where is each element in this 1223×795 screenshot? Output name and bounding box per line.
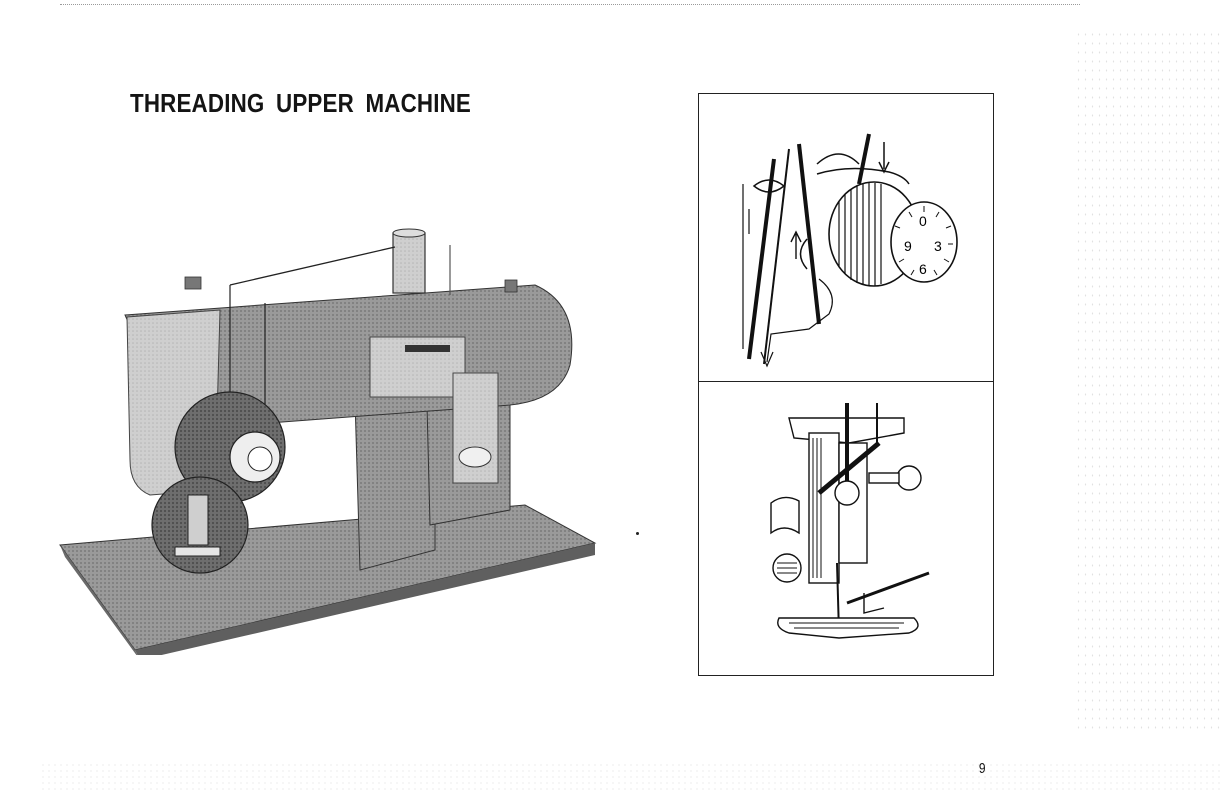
tension-dial-icon: 0 3 6 9 [699,94,992,381]
detail-panels: 0 3 6 9 [698,93,994,676]
panel-divider [699,381,993,382]
paper-texture-bottom [40,762,1223,792]
top-rule [60,4,1080,5]
dial-number-6: 6 [919,261,927,277]
sewing-machine-icon [55,225,625,655]
page-heading: THREADING UPPER MACHINE [130,88,471,119]
dial-number-3: 3 [934,238,942,254]
dial-number-9: 9 [904,238,912,254]
paper-texture-right [1075,30,1223,730]
stray-mark [636,532,639,535]
dial-number-0: 0 [919,213,927,229]
presser-foot-needle-icon [699,383,992,674]
page-number: 9 [979,760,986,777]
